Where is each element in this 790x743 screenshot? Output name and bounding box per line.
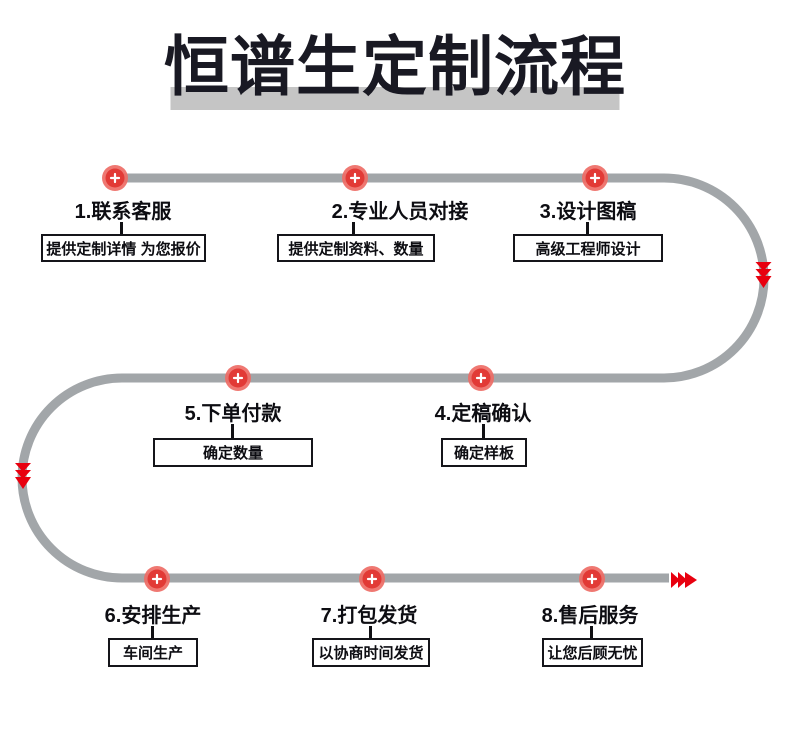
step-7-marker-plus-icon — [357, 564, 387, 594]
step-3-marker-plus-icon — [580, 163, 610, 193]
step-label: 2.专业人员对接 — [331, 201, 469, 223]
step-label: 7.打包发货 — [320, 605, 418, 627]
step-label: 4.定稿确认 — [434, 403, 532, 425]
arrow-right-icon — [671, 572, 697, 588]
step-label: 1.联系客服 — [74, 201, 172, 223]
connector-line — [482, 424, 485, 438]
connector-line — [586, 222, 589, 234]
connector-line — [120, 222, 123, 234]
step-box: 提供定制资料、数量 — [277, 234, 435, 262]
step-4-marker-plus-icon — [466, 363, 496, 393]
connector-line — [369, 626, 372, 638]
step-5-marker-plus-icon — [223, 363, 253, 393]
step-box: 确定数量 — [153, 438, 313, 467]
page-title: 恒谱生定制流程 — [163, 30, 626, 103]
arrow-down-icon — [15, 463, 31, 489]
step-label: 8.售后服务 — [541, 605, 639, 627]
connector-line — [352, 222, 355, 234]
step-label: 5.下单付款 — [184, 403, 282, 425]
step-8-marker-plus-icon — [577, 564, 607, 594]
step-6-marker-plus-icon — [142, 564, 172, 594]
step-box: 确定样板 — [441, 438, 527, 467]
step-1-marker-plus-icon — [100, 163, 130, 193]
title-highlight-bar — [170, 87, 620, 110]
connector-line — [590, 626, 593, 638]
step-box: 高级工程师设计 — [513, 234, 663, 262]
step-label: 6.安排生产 — [104, 605, 202, 627]
flow-path — [17, 173, 769, 583]
connector-line — [151, 626, 154, 638]
step-box: 以协商时间发货 — [312, 638, 430, 667]
step-label: 3.设计图稿 — [539, 201, 637, 223]
step-box: 让您后顾无忧 — [542, 638, 643, 667]
connector-line — [231, 424, 234, 438]
arrow-down-icon — [755, 262, 772, 288]
step-box: 车间生产 — [108, 638, 198, 667]
step-2-marker-plus-icon — [340, 163, 370, 193]
step-box: 提供定制详情 为您报价 — [41, 234, 206, 262]
